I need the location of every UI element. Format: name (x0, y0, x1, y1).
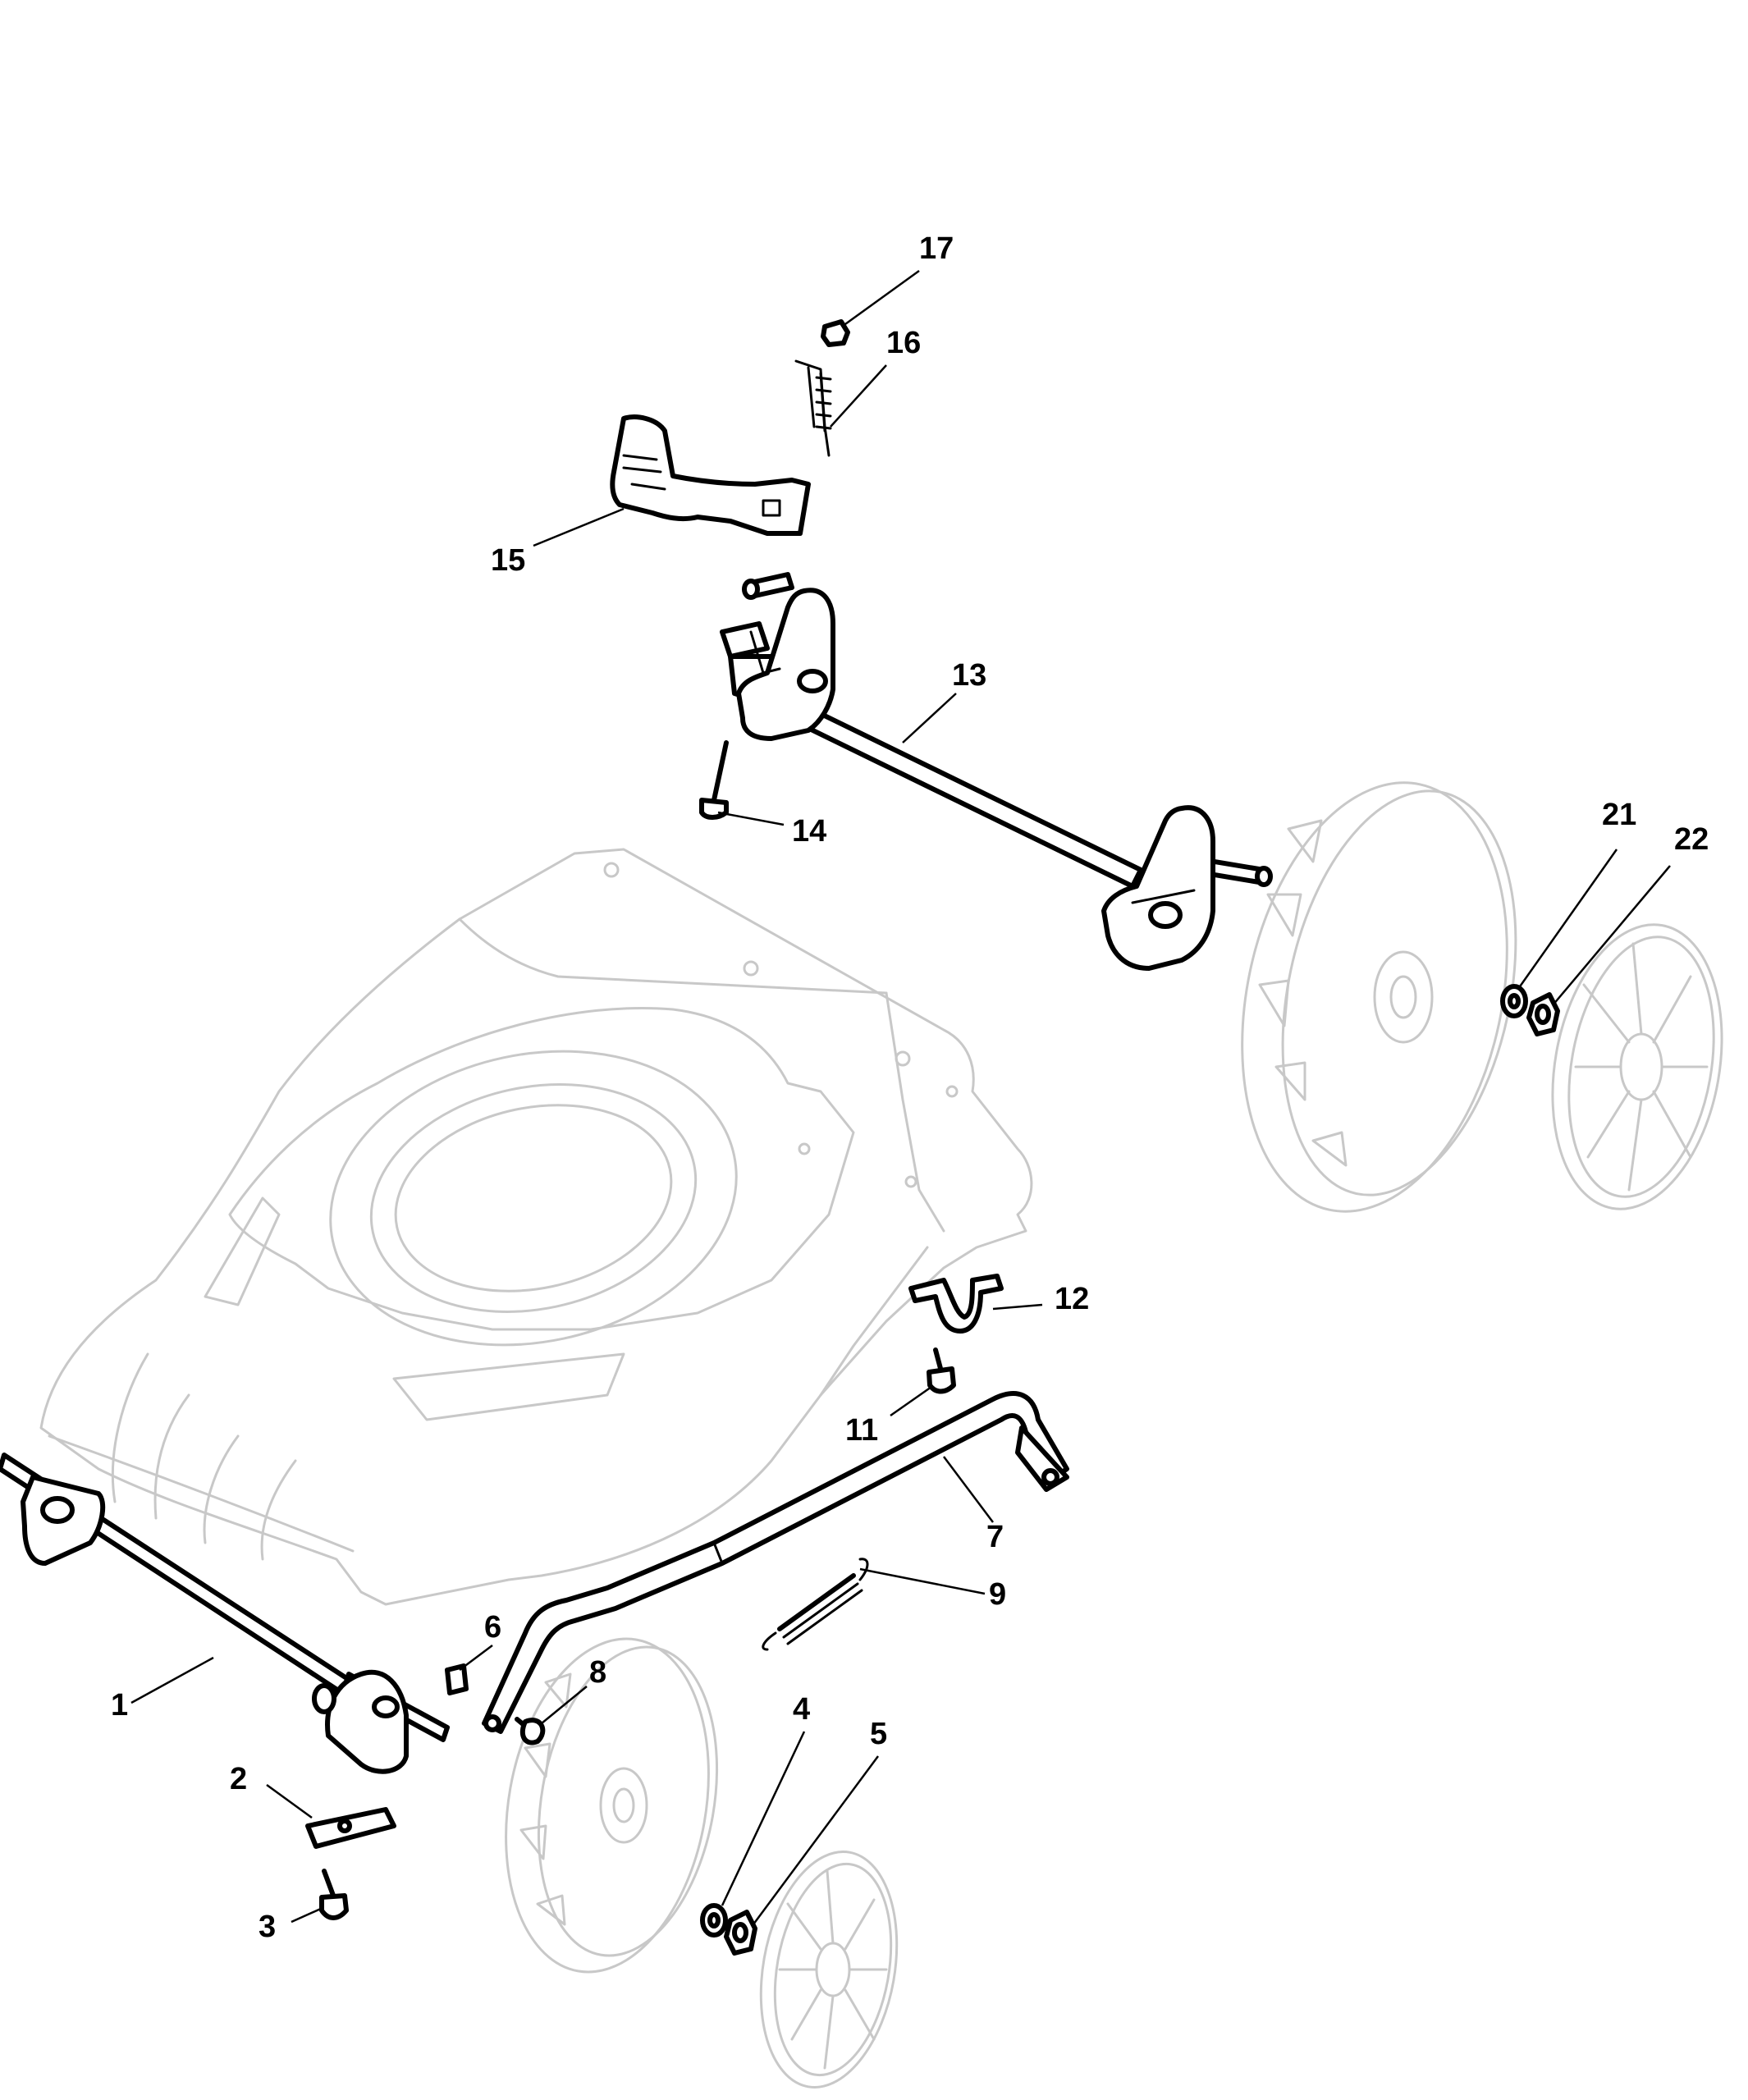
rear-hubcap (1551, 923, 1723, 1210)
part-12-bracket (908, 1274, 1004, 1334)
part-6-clip (445, 1663, 469, 1695)
part-1-front-axle (0, 1453, 450, 1774)
callout-12: 12 (1055, 1282, 1089, 1316)
part-7-adjust-rod (482, 1391, 1069, 1734)
rear-wheel (1241, 781, 1517, 1213)
callout-6: 6 (484, 1610, 501, 1645)
part-16-spring (794, 359, 832, 457)
callout-15: 15 (491, 543, 525, 578)
callout-14: 14 (792, 814, 826, 849)
part-22-nut (1526, 992, 1560, 1036)
part-15-lever-handle (610, 414, 811, 536)
callout-2: 2 (230, 1762, 247, 1796)
part-13-rear-axle (720, 572, 1273, 971)
part-4-washer (700, 1903, 728, 1938)
part-17-nut (821, 319, 850, 347)
part-3-screw (319, 1869, 349, 1920)
part-9-spring (762, 1558, 869, 1651)
callout-21: 21 (1602, 798, 1636, 832)
part-2-plate (305, 1807, 396, 1849)
callout-11: 11 (845, 1413, 878, 1448)
front-hubcap (759, 1851, 899, 2089)
callout-1: 1 (111, 1688, 128, 1723)
callout-17: 17 (919, 231, 954, 266)
callout-5: 5 (870, 1717, 887, 1751)
leader-lines (130, 269, 1671, 1925)
part-5-nut (724, 1910, 757, 1956)
callout-labels: 1 2 3 4 5 6 7 8 9 11 12 13 14 15 16 17 2… (111, 231, 1709, 1944)
front-wheel (505, 1637, 719, 1974)
part-11-bolt (927, 1347, 956, 1394)
callout-4: 4 (793, 1692, 810, 1727)
callout-16: 16 (886, 326, 921, 360)
callout-22: 22 (1674, 822, 1709, 857)
mower-deck-outline (39, 848, 1033, 1606)
callout-8: 8 (589, 1655, 606, 1690)
part-21-washer (1500, 984, 1528, 1018)
callout-3: 3 (259, 1910, 276, 1944)
callout-7: 7 (986, 1520, 1004, 1554)
part-14-screw (699, 740, 729, 820)
callout-13: 13 (952, 658, 986, 693)
callout-9: 9 (989, 1577, 1006, 1612)
part-8-pin (515, 1717, 546, 1745)
